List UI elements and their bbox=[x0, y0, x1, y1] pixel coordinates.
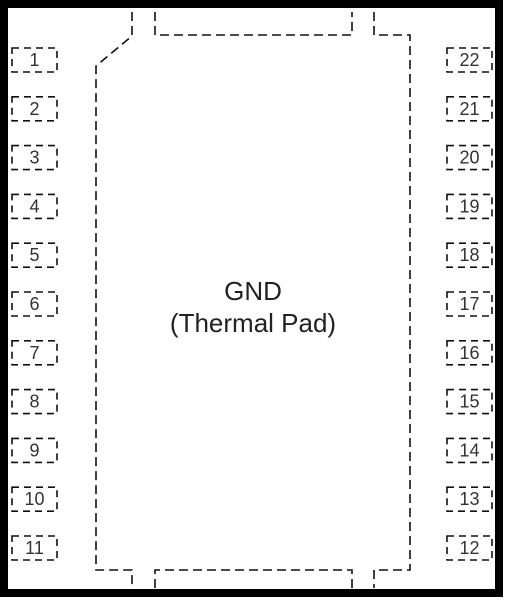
pin-right-2: 21 bbox=[446, 96, 493, 122]
pin-right-11: 12 bbox=[446, 535, 493, 561]
pin-number: 13 bbox=[459, 489, 479, 509]
pin-pad bbox=[446, 339, 493, 366]
pin-pad bbox=[11, 96, 58, 122]
pin-left-5: 5 bbox=[11, 242, 58, 268]
pin-pad bbox=[446, 96, 493, 122]
pin-left-7: 7 bbox=[11, 339, 58, 366]
pin-pad bbox=[446, 47, 493, 73]
thermal-pad-outline bbox=[95, 12, 411, 588]
pin-left-4: 4 bbox=[11, 193, 58, 220]
pin-right-7: 16 bbox=[446, 339, 493, 366]
pin-pad bbox=[11, 242, 58, 268]
pin-pad bbox=[11, 47, 58, 73]
pin-pad bbox=[11, 535, 58, 561]
pad-label-line1: GND bbox=[224, 276, 282, 306]
pin-left-2: 2 bbox=[11, 96, 58, 122]
pin-pad bbox=[11, 291, 58, 317]
pin-number: 9 bbox=[29, 440, 39, 460]
pin-number: 7 bbox=[29, 343, 39, 363]
pin-left-10: 10 bbox=[11, 486, 58, 513]
pin-number: 8 bbox=[29, 392, 39, 412]
pin-number: 20 bbox=[459, 148, 479, 168]
pin-right-3: 20 bbox=[446, 144, 493, 171]
pin-number: 21 bbox=[459, 99, 479, 119]
pin-right-10: 13 bbox=[446, 486, 493, 513]
pin-left-1: 1 bbox=[11, 47, 58, 73]
pin-pad bbox=[11, 144, 58, 171]
pin-number: 12 bbox=[459, 538, 479, 558]
pin-left-9: 9 bbox=[11, 437, 58, 464]
pad-label-line2: (Thermal Pad) bbox=[170, 308, 336, 338]
pin-number: 1 bbox=[29, 50, 39, 70]
pin-pad bbox=[446, 193, 493, 220]
pin-number: 4 bbox=[29, 196, 39, 216]
pin-right-4: 19 bbox=[446, 193, 493, 220]
pin-pad bbox=[446, 486, 493, 513]
pin-number: 17 bbox=[459, 294, 479, 314]
pin-left-3: 3 bbox=[11, 144, 58, 171]
pin-number: 10 bbox=[24, 489, 44, 509]
pin-right-5: 18 bbox=[446, 242, 493, 268]
pin-number: 22 bbox=[459, 50, 479, 70]
pin-pad bbox=[446, 535, 493, 561]
pin-pad bbox=[11, 339, 58, 366]
pin-number: 14 bbox=[459, 440, 479, 460]
pin-left-6: 6 bbox=[11, 291, 58, 317]
pin-left-8: 8 bbox=[11, 388, 58, 415]
pin-pad bbox=[11, 437, 58, 464]
pin-number: 6 bbox=[29, 294, 39, 314]
pin-left-11: 11 bbox=[11, 535, 58, 561]
pin-pad bbox=[11, 388, 58, 415]
pin-number: 19 bbox=[459, 196, 479, 216]
pin-pad bbox=[11, 486, 58, 513]
pin-pad bbox=[446, 388, 493, 415]
pin-pad bbox=[11, 193, 58, 220]
pins-left: 1 2 3 4 5 6 7 8 9 10 11 bbox=[11, 47, 58, 561]
pin-pad bbox=[446, 144, 493, 171]
pin-right-1: 22 bbox=[446, 47, 493, 73]
pin-pad bbox=[446, 242, 493, 268]
pin-pad bbox=[446, 437, 493, 464]
pin-number: 18 bbox=[459, 245, 479, 265]
pin-number: 5 bbox=[29, 245, 39, 265]
pin-number: 16 bbox=[459, 343, 479, 363]
pin-right-6: 17 bbox=[446, 291, 493, 317]
pin-right-9: 14 bbox=[446, 437, 493, 464]
pin-right-8: 15 bbox=[446, 388, 493, 415]
pin-number: 3 bbox=[29, 148, 39, 168]
pins-right: 22 21 20 19 18 17 16 15 14 13 12 bbox=[446, 47, 493, 561]
pin-pad bbox=[446, 291, 493, 317]
pin-number: 15 bbox=[459, 392, 479, 412]
pin-number: 2 bbox=[29, 99, 39, 119]
pin-number: 11 bbox=[25, 538, 44, 558]
